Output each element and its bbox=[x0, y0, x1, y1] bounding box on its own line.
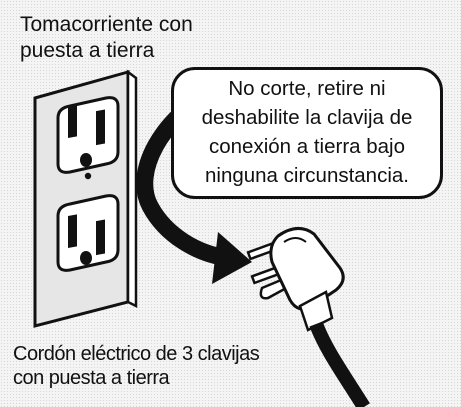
cord-label: Cordón eléctrico de 3 clavijas con puest… bbox=[13, 343, 260, 389]
lower-receptacle bbox=[56, 194, 120, 272]
outlet-label: Tomacorriente con puesta a tierra bbox=[20, 13, 193, 62]
plug-icon bbox=[246, 227, 370, 407]
warning-bubble bbox=[171, 67, 443, 199]
upper-receptacle bbox=[56, 96, 120, 180]
warning-text: No corte, retire ni deshabilite la clavi… bbox=[201, 77, 413, 187]
